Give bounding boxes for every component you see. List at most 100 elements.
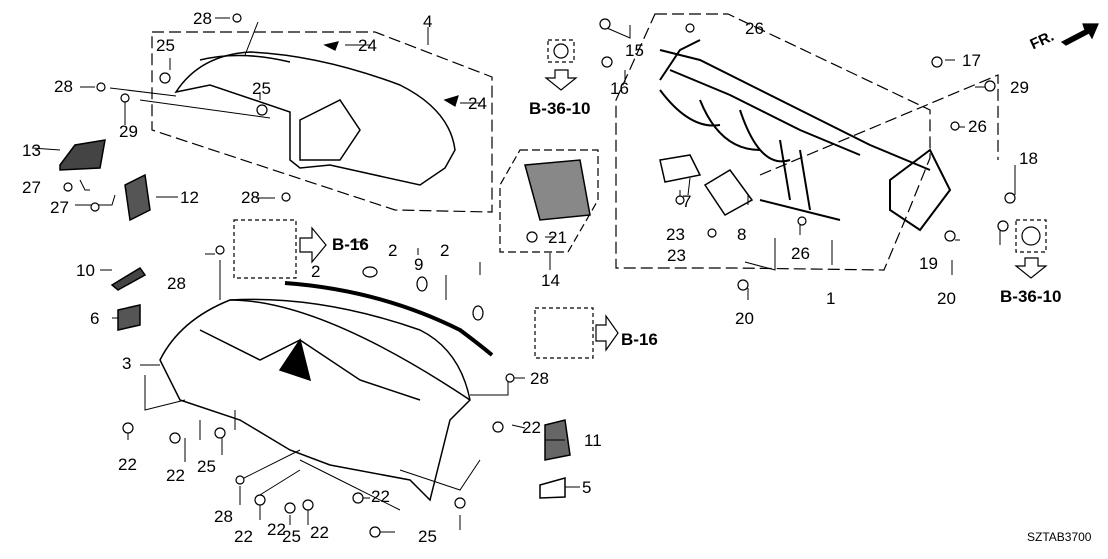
- ref-b16-left[interactable]: B-16: [332, 235, 369, 254]
- callout-21: 21: [548, 228, 567, 247]
- nut-26a: [685, 23, 695, 33]
- callout-6: 6: [90, 309, 100, 328]
- lower-panel-part-3: [159, 298, 471, 502]
- nut-25b: [256, 104, 268, 116]
- clip-24a: [323, 41, 339, 51]
- callout-28: 28: [530, 369, 549, 388]
- callout-22: 22: [118, 455, 137, 474]
- callout-25: 25: [197, 457, 216, 476]
- ref-b16-mid[interactable]: B-16: [621, 330, 658, 349]
- grommet-ref-top: [553, 43, 569, 59]
- upper-panel-part-4: [174, 51, 456, 186]
- callout-23: 23: [667, 246, 686, 265]
- callout-27: 27: [22, 178, 41, 197]
- callout-2: 2: [388, 241, 398, 260]
- callout-9: 9: [414, 255, 424, 274]
- screw-28a: [232, 13, 242, 23]
- callout-18: 18: [1019, 149, 1038, 168]
- group-box-14: [499, 149, 599, 253]
- callout-25: 25: [252, 79, 271, 98]
- ref-b36-top[interactable]: B-36-10: [529, 99, 591, 118]
- screw-28f: [235, 475, 245, 485]
- bolt-22d: [254, 494, 266, 506]
- plug-2b: [416, 276, 428, 292]
- callout-23: 23: [666, 225, 685, 244]
- nut-26b: [950, 121, 960, 131]
- ref-b36-right[interactable]: B-36-10: [1000, 287, 1062, 306]
- callout-12: 12: [180, 188, 199, 207]
- bolt-20b: [944, 230, 956, 242]
- callout-13: 13: [22, 141, 41, 160]
- group-box-1b: [759, 74, 999, 176]
- nut-25d: [302, 499, 314, 511]
- callout-24: 24: [468, 94, 487, 113]
- screw-28d: [215, 245, 225, 255]
- callout-10: 10: [76, 261, 95, 280]
- callout-5: 5: [582, 478, 592, 497]
- plug-2a: [362, 266, 378, 278]
- screw-27a: [63, 182, 73, 192]
- callout-29: 29: [1010, 78, 1029, 97]
- callout-28: 28: [54, 77, 73, 96]
- nut-25a: [159, 72, 171, 84]
- arrow-down-b36-top-icon: [544, 69, 578, 91]
- callout-7: 7: [682, 192, 692, 211]
- vent-part-12: [124, 173, 151, 222]
- callout-20: 20: [937, 289, 956, 308]
- callout-22: 22: [522, 418, 541, 437]
- callout-11: 11: [584, 431, 602, 450]
- nut-26c: [797, 216, 807, 226]
- bolt-16: [601, 56, 613, 68]
- vent-part-6: [117, 304, 141, 331]
- bolt-18: [1004, 192, 1016, 204]
- frame-part-1: [659, 39, 952, 232]
- cover-part-8: [703, 169, 754, 216]
- screw-29a: [120, 93, 130, 103]
- bolt-22c: [492, 421, 504, 433]
- callout-15: 15: [625, 41, 644, 60]
- callout-2: 2: [311, 262, 321, 281]
- bolt-19: [997, 220, 1009, 232]
- diagram-code: SZTAB3700: [1027, 530, 1092, 544]
- callout-16: 16: [610, 79, 629, 98]
- grommet-ref-right: [1021, 226, 1041, 246]
- vent-part-13: [59, 139, 106, 171]
- bolt-22f: [352, 492, 364, 504]
- callout-20: 20: [735, 309, 754, 328]
- ref-box-b16-left: [233, 219, 297, 279]
- module-part-14: [524, 159, 591, 221]
- callout-27: 27: [50, 198, 69, 217]
- group-box-1: [615, 13, 931, 271]
- bolt-17: [931, 56, 943, 68]
- callout-3: 3: [122, 354, 132, 373]
- callout-28: 28: [241, 188, 260, 207]
- callout-2: 2: [440, 241, 450, 260]
- callout-28: 28: [167, 274, 186, 293]
- arrow-right-b16-left-icon: [299, 226, 327, 264]
- callout-17: 17: [962, 51, 981, 70]
- screw-28b: [96, 82, 106, 92]
- bolt-21: [526, 231, 538, 243]
- bolt-20a: [737, 279, 749, 291]
- nut-25c: [214, 427, 226, 439]
- callout-22: 22: [166, 466, 185, 485]
- arrow-down-b36-right-icon: [1014, 257, 1048, 279]
- callout-4: 4: [423, 12, 433, 31]
- callout-19: 19: [919, 254, 938, 273]
- bolt-29b: [984, 80, 996, 92]
- ref-box-b36-right: [1015, 219, 1047, 253]
- bolt-15: [599, 18, 611, 30]
- fr-arrow-icon: [1060, 23, 1099, 46]
- screw-23b: [707, 228, 717, 238]
- clip-24b: [443, 95, 459, 107]
- cover-part-7: [659, 154, 702, 183]
- callout-25: 25: [282, 527, 301, 546]
- callout-26: 26: [968, 117, 987, 136]
- plug-2c: [472, 305, 484, 321]
- callout-29: 29: [119, 122, 138, 141]
- callout-22: 22: [371, 487, 390, 506]
- callout-22: 22: [267, 520, 286, 539]
- screw-28e: [505, 373, 515, 383]
